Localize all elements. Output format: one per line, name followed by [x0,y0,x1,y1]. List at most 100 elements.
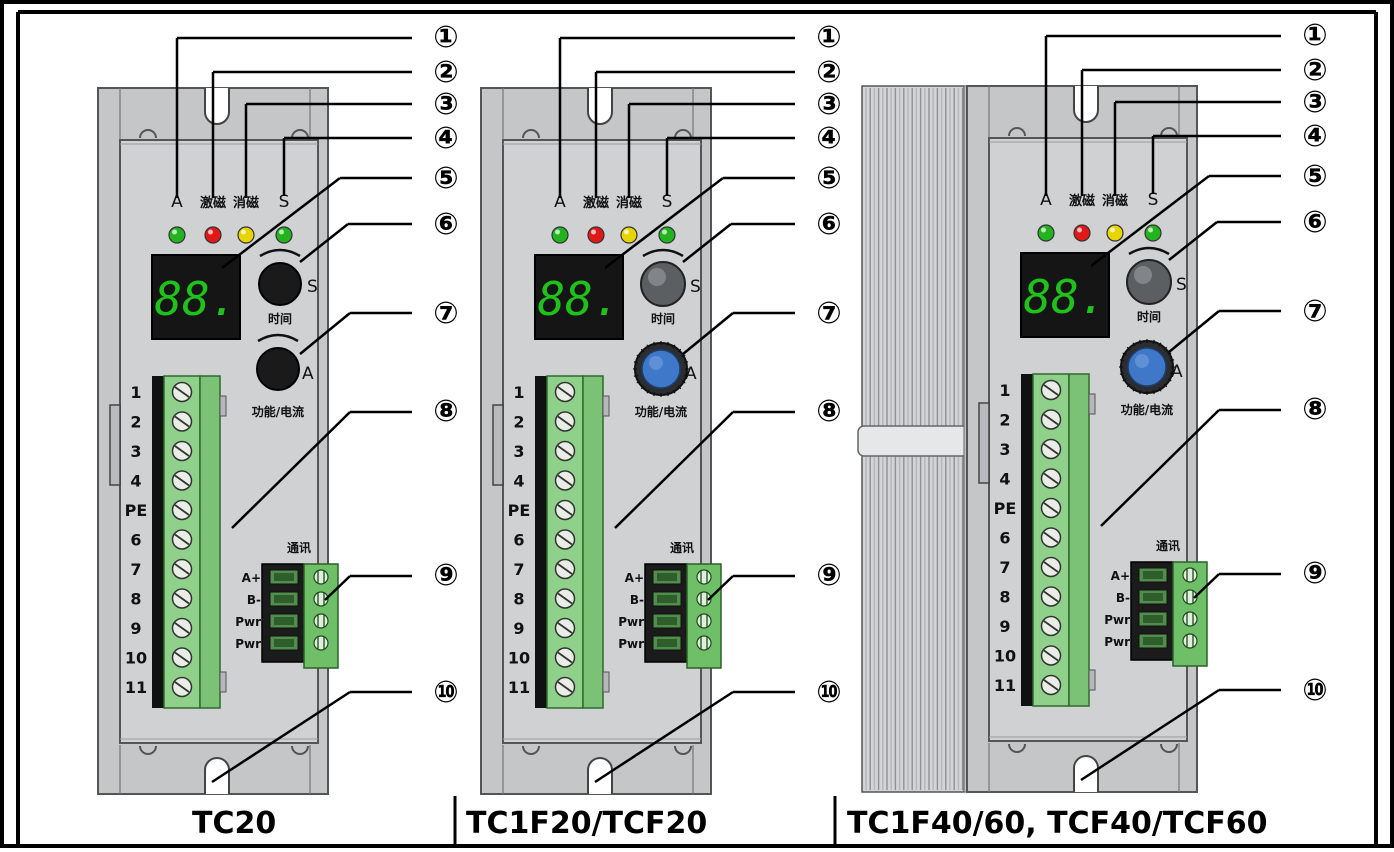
knob-label-a: A [685,364,697,384]
led-label-excite: 激磁 [583,195,609,211]
callout-3: ③ [433,87,458,122]
comm-pin-label: Pwr [1104,613,1130,627]
side-latch [978,402,990,484]
leader-line [231,411,351,529]
knob-tick [677,348,682,353]
func-knob [256,347,300,391]
knob-tick [672,344,676,349]
knob-tick [1163,383,1168,388]
knob-tick [681,354,686,358]
led-s [1144,224,1162,242]
comm-title: 通讯 [287,540,311,555]
knob-tick [1170,372,1175,375]
terminal-label: PE [994,499,1017,518]
led-label-excite: 激磁 [200,195,226,211]
callout-4: ④ [816,121,841,156]
knob-label-s: S [307,277,318,297]
callout-4: ④ [1302,119,1327,154]
knob-label-a: A [302,364,314,384]
comm-pin-label: Pwr [235,615,261,629]
terminal-block-side [582,375,604,709]
knob-tick [1139,390,1142,395]
terminal-label: 4 [999,470,1010,489]
screw-slot [557,622,573,634]
leader-line [594,690,734,784]
led-highlight [1148,227,1153,233]
terminal-block-back [152,376,164,708]
screw-slot [1043,531,1059,544]
comm-title: 通讯 [670,540,694,555]
terminal-clip [1088,669,1096,691]
screw-slot [1043,413,1059,426]
terminal-label: 7 [513,560,524,579]
callout-5: ⑤ [816,161,841,196]
callout-10: ⑩ [433,675,458,710]
knob-tick [640,348,645,353]
knob-tick [666,392,669,397]
screw-slot [1043,443,1059,455]
led-highlight [208,229,213,235]
callout-3: ③ [1302,85,1327,120]
knob-label-func: 功能/电流 [635,404,687,419]
comm-screw [1182,567,1198,583]
screw-slot [1043,561,1059,573]
func-knob [1127,347,1167,387]
knob-highlight [1135,354,1149,368]
comm-pin-label: A+ [1111,569,1130,583]
side-latch [492,404,504,486]
leader-line [682,223,732,263]
knob-arc [259,248,301,258]
screw-slot [557,415,573,428]
callout-6: ⑥ [433,207,458,242]
terminal-label: 1 [130,383,141,402]
terminal-label: 1 [999,381,1010,400]
led-a [168,226,186,244]
top-hole [291,129,309,139]
knob-arc [257,333,299,343]
screw-slot [1043,472,1059,485]
knob-tick [666,341,669,346]
screw-slot [1043,590,1059,603]
screw-slot [174,504,190,516]
bottom-hole [522,745,540,755]
terminal-label: 11 [508,678,530,697]
terminal-label: 3 [513,442,524,461]
leader-line [299,223,349,263]
screw-slot [557,445,573,457]
knob-label-time: 时间 [268,311,292,326]
knob-tick [1152,390,1155,395]
screw-slot [557,651,573,664]
heat-sink-clamp [857,425,969,457]
callout-9: ⑨ [1302,556,1327,591]
terminal-block-back [1021,374,1033,706]
side-latch [109,404,121,486]
callout-6: ⑥ [1302,205,1327,240]
terminal-block-side [1068,373,1090,707]
terminal-label: 6 [513,531,524,550]
knob-tick [646,389,650,394]
comm-pin [1143,637,1163,645]
terminal-label: 6 [999,529,1010,548]
knob-label-time: 时间 [1137,309,1161,324]
comm-screw [696,569,712,585]
top-mount-slot [1073,86,1099,123]
knob-tick [1152,339,1155,344]
callout-4: ④ [433,121,458,156]
comm-pin-label: B- [630,593,644,607]
callout-2: ② [433,55,458,90]
knob-tick [1139,339,1142,344]
knob-tick [1126,346,1131,351]
led-label-a: A [171,192,183,212]
screw-slot [174,622,190,634]
comm-pin-label: B- [1116,591,1130,605]
knob-tick [636,354,641,358]
leader-line [604,177,724,269]
callout-8: ⑧ [433,394,458,429]
led-highlight [555,229,560,235]
top-hole [1160,127,1178,137]
terminal-label: PE [125,501,148,520]
time-knob [258,262,302,306]
callout-2: ② [1302,53,1327,88]
